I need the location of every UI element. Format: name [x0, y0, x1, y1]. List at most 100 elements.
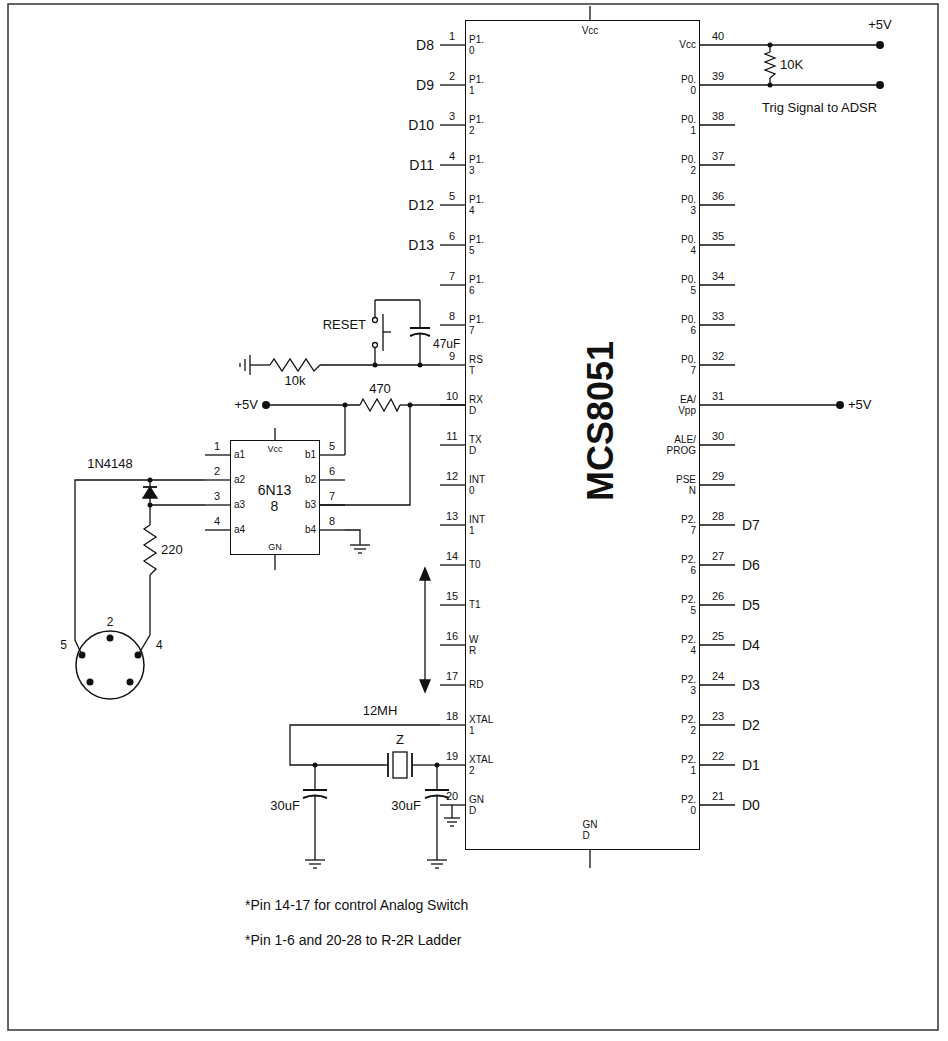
- note: *Pin 14-17 for control Analog Switch: [245, 898, 468, 913]
- pin-wire: [440, 44, 465, 45]
- pin-name: XTAL 2: [469, 755, 493, 776]
- pin-name: P0. 1: [681, 115, 696, 136]
- component-value: 12MH: [363, 704, 398, 718]
- pin-name: Vcc: [267, 445, 282, 454]
- pin-wire: [205, 479, 230, 480]
- pin-wire: [700, 324, 735, 325]
- component-value: 47uF: [433, 338, 460, 351]
- pin-wire: [440, 644, 465, 645]
- pin-number: 22: [712, 751, 724, 763]
- component-value: 30uF: [270, 799, 300, 813]
- pin-name: P1. 4: [469, 195, 484, 216]
- connector-pin: 4: [156, 639, 163, 652]
- signal-name: D13: [408, 238, 434, 253]
- pin-number: 2: [214, 466, 220, 478]
- pin-name: P1. 3: [469, 155, 484, 176]
- pin-number: 28: [712, 511, 724, 523]
- pin-wire: [700, 804, 735, 805]
- pin-name: TX D: [469, 435, 482, 456]
- signal-name: D8: [416, 38, 434, 53]
- pin-name: a4: [234, 525, 245, 536]
- signal-name: D2: [742, 718, 760, 733]
- pin-number: 1: [449, 31, 455, 43]
- pin-name: P2. 3: [681, 675, 696, 696]
- pin-name: P0. 6: [681, 315, 696, 336]
- pin-number: 13: [446, 511, 458, 523]
- pin-name: P2. 4: [681, 635, 696, 656]
- pin-name: P2. 1: [681, 755, 696, 776]
- pin-number: 36: [712, 191, 724, 203]
- pin-wire: [700, 644, 735, 645]
- pin-name: P1. 0: [469, 35, 484, 56]
- signal-name: D7: [742, 518, 760, 533]
- pin-number: 2: [449, 71, 455, 83]
- pin-name: ALE/ PROG: [667, 435, 696, 456]
- pin-number: 33: [712, 311, 724, 323]
- signal-name: D5: [742, 598, 760, 613]
- pin-name: b1: [305, 450, 316, 461]
- pin-wire: [440, 204, 465, 205]
- pin-name: P1. 7: [469, 315, 484, 336]
- pin-wire: [440, 444, 465, 445]
- pin-wire: [320, 454, 345, 455]
- pin-number: 1: [214, 441, 220, 453]
- pin-number: 4: [214, 516, 220, 528]
- signal-name: D9: [416, 78, 434, 93]
- connector-pin: 2: [107, 616, 114, 629]
- pin-number: 6: [449, 231, 455, 243]
- pin-name: b2: [305, 475, 316, 486]
- pin-wire: [700, 204, 735, 205]
- pin-name: INT 0: [469, 475, 485, 496]
- pin-name: EA/ Vpp: [678, 395, 696, 416]
- pin-number: 19: [446, 751, 458, 763]
- pin-number: 5: [329, 441, 335, 453]
- pin-number: 27: [712, 551, 724, 563]
- signal-name: D1: [742, 758, 760, 773]
- pin-wire: [440, 364, 465, 365]
- pin-number: 30: [712, 431, 724, 443]
- pin-wire: [700, 284, 735, 285]
- supply-label: +5V: [848, 398, 872, 412]
- component-value: 1N4148: [87, 457, 133, 471]
- pin-number: 11: [446, 431, 457, 443]
- pin-wire: [320, 529, 345, 530]
- signal-name: D3: [742, 678, 760, 693]
- note: *Pin 1-6 and 20-28 to R-2R Ladder: [245, 933, 461, 948]
- pin-name: P1. 6: [469, 275, 484, 296]
- pin-number: 7: [449, 271, 455, 283]
- pin-wire: [205, 529, 230, 530]
- pin-number: 15: [446, 591, 458, 603]
- pin-name: P0. 4: [681, 235, 696, 256]
- pin-number: 31: [712, 391, 724, 403]
- pin-number: 25: [712, 631, 724, 643]
- component-value: 30uF: [391, 799, 421, 813]
- pin-number: 14: [446, 551, 458, 563]
- pin-name: P0. 5: [681, 275, 696, 296]
- pin-name: GN D: [469, 795, 484, 816]
- pin-wire: [440, 764, 465, 765]
- pin-number: 39: [712, 71, 724, 83]
- pin-number: 16: [446, 631, 458, 643]
- pin-number: 23: [712, 711, 724, 723]
- pin-name: P1. 2: [469, 115, 484, 136]
- microcontroller-chip: MCS8051: [465, 20, 700, 850]
- pin-number: 9: [449, 351, 455, 363]
- pin-wire: [700, 44, 735, 45]
- pin-wire: [440, 804, 465, 805]
- pin-wire: [700, 524, 735, 525]
- pin-wire: [440, 604, 465, 605]
- pin-name: a2: [234, 475, 245, 486]
- pin-wire: [440, 564, 465, 565]
- pin-number: 8: [329, 516, 335, 528]
- pin-wire: [700, 444, 735, 445]
- pin-name: P1. 5: [469, 235, 484, 256]
- pin-name: a1: [234, 450, 245, 461]
- pin-name: RD: [469, 680, 483, 691]
- pin-wire: [440, 84, 465, 85]
- pin-number: 35: [712, 231, 724, 243]
- pin-number: 29: [712, 471, 724, 483]
- component-value: 10k: [285, 374, 306, 388]
- component-label: Z: [396, 733, 404, 747]
- signal-note: Trig Signal to ADSR: [762, 101, 877, 115]
- pin-wire: [440, 244, 465, 245]
